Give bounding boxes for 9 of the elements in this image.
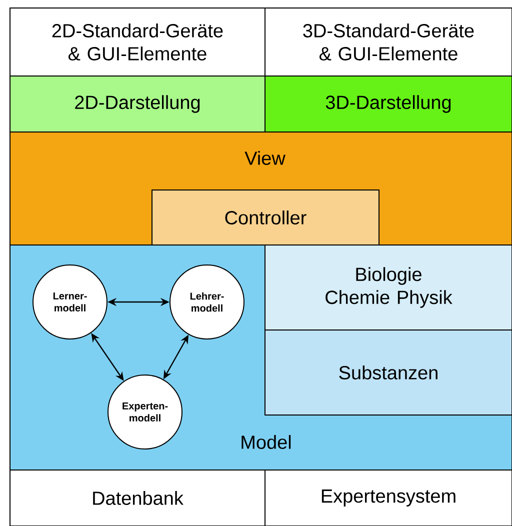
display-cell: 2D-Darstellung	[10, 76, 266, 132]
expert-system-cell: Expertensystem	[264, 470, 512, 526]
substance-box: Substanzen	[264, 330, 512, 416]
device-cell: 3D-Standard-Geräte & GUI-Elemente	[264, 8, 512, 76]
display-cell: 3D-Darstellung	[264, 76, 512, 132]
database-cell: Datenbank	[10, 470, 266, 526]
subject-box: Biologie Chemie Physik	[264, 244, 512, 330]
controller-box: Controller	[152, 190, 380, 246]
device-cell: 2D-Standard-Geräte & GUI-Elemente	[10, 8, 266, 76]
